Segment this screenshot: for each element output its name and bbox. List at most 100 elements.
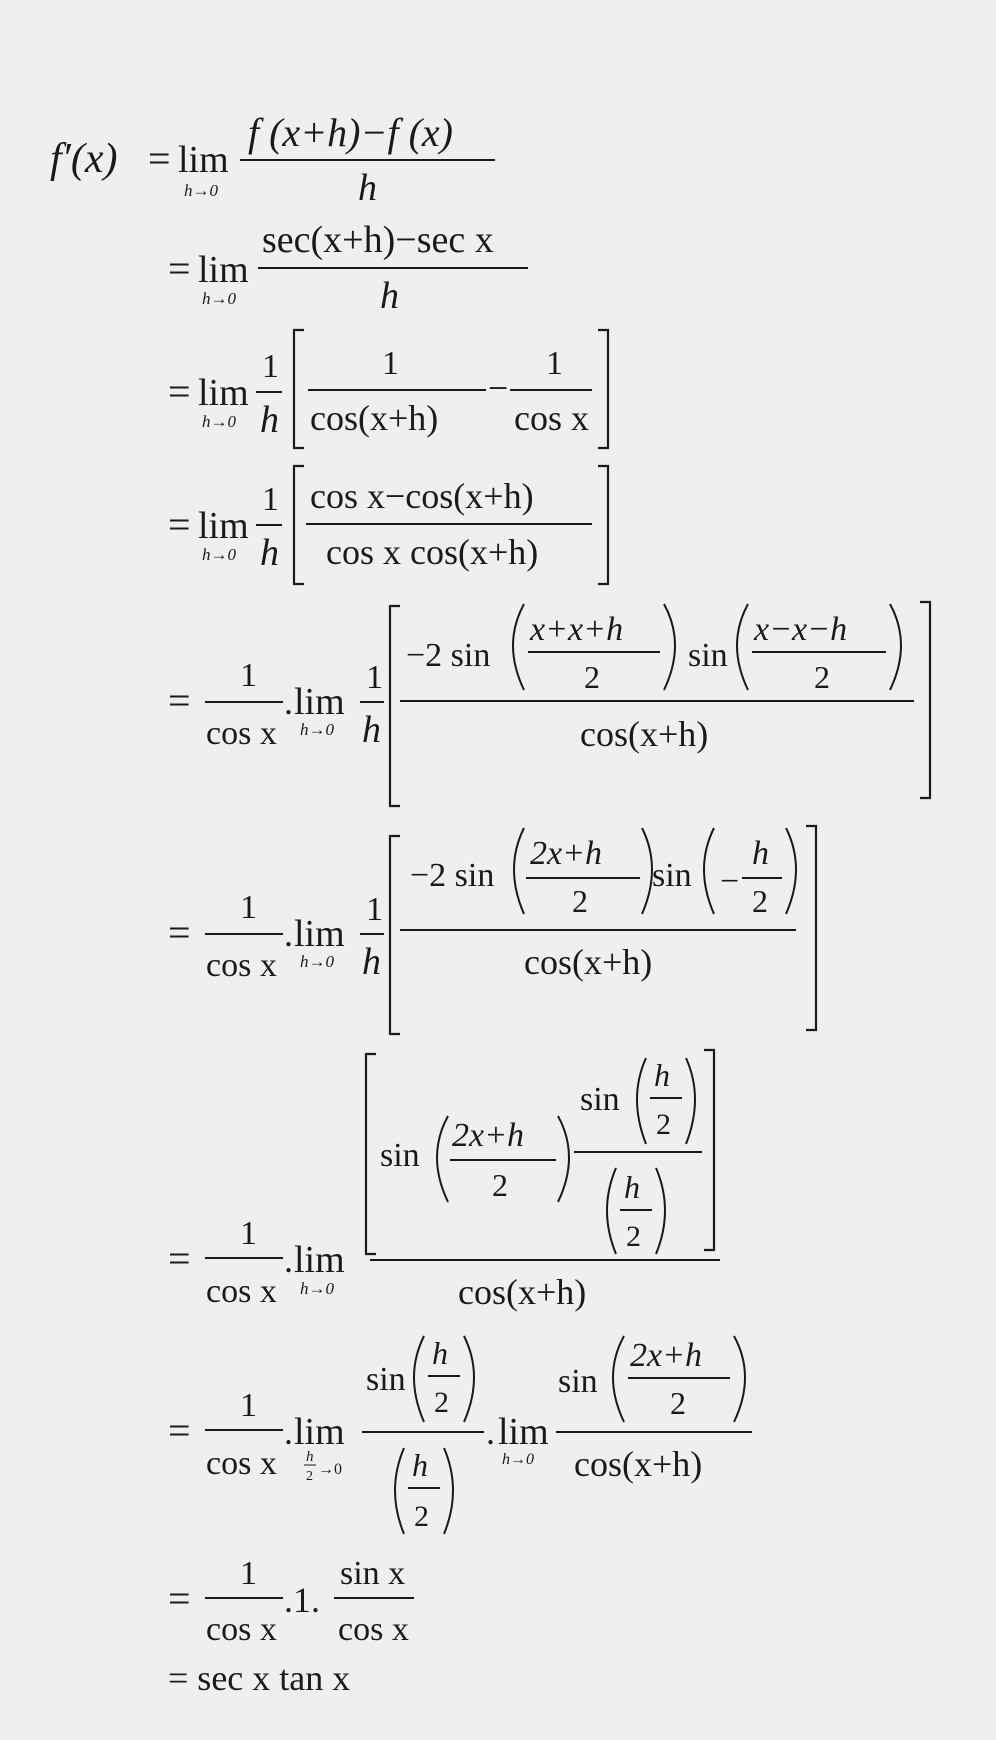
limit-subscript-2: h→0 xyxy=(502,1451,534,1468)
sin-1: sin xyxy=(380,1137,420,1174)
b-numerator: h xyxy=(412,1447,428,1483)
one-over-h-den: h xyxy=(260,532,279,574)
term2-denominator: cos x xyxy=(514,398,589,438)
numerator: sec(x+h)−sec x xyxy=(262,219,494,261)
dot: . xyxy=(486,1412,495,1452)
one-num: 1 xyxy=(240,1555,257,1592)
a-denominator: 2 xyxy=(434,1386,449,1419)
term1-numerator: 1 xyxy=(382,345,399,382)
left-paren xyxy=(606,1167,617,1255)
equals-sign: = xyxy=(168,502,191,547)
one-over-h-den: h xyxy=(362,709,381,751)
right-paren xyxy=(685,1057,696,1145)
right-paren xyxy=(889,603,902,691)
derivative-lhs: f′(x) xyxy=(50,136,117,182)
arg1-denominator: 2 xyxy=(492,1167,508,1203)
arg1-numerator: 2x+h xyxy=(452,1117,524,1154)
limit-subscript: h→0 xyxy=(202,289,237,308)
left-paren xyxy=(612,1335,625,1423)
right-paren xyxy=(443,1447,454,1535)
one-over-h-den: h xyxy=(362,941,381,983)
limit-operator: lim xyxy=(178,139,229,181)
limit-subscript-den: 2 xyxy=(306,1469,313,1484)
right-paren xyxy=(641,827,653,915)
one-num: 1 xyxy=(240,1215,257,1252)
arg1-denominator: 2 xyxy=(572,883,588,919)
limit-operator: lim xyxy=(198,505,249,547)
right-bracket xyxy=(806,824,818,1032)
one-over-h-num: 1 xyxy=(366,659,383,696)
limit-operator: lim xyxy=(198,249,249,291)
numerator: cos x−cos(x+h) xyxy=(310,476,534,516)
equals-sign: = xyxy=(168,1236,191,1281)
a-numerator: h xyxy=(432,1335,448,1371)
step-1: f′(x) = lim h→0 f (x+h)−f (x) h xyxy=(50,110,495,209)
minus-sign: − xyxy=(488,368,508,408)
one-over-h-num: 1 xyxy=(366,891,383,928)
denominator: h xyxy=(380,275,399,317)
limit-operator: lim xyxy=(294,681,345,723)
equals-sign: = xyxy=(148,136,171,181)
arg1-numerator: x+x+h xyxy=(529,611,623,648)
limit-operator: lim xyxy=(294,913,345,955)
left-paren xyxy=(436,1115,449,1203)
right-bracket xyxy=(598,328,610,450)
arg2-numerator: h xyxy=(752,835,769,872)
right-paren xyxy=(463,1335,475,1423)
dot: . xyxy=(284,914,293,954)
left-paren xyxy=(394,1447,405,1535)
b-denominator: 2 xyxy=(414,1500,429,1533)
right-bracket xyxy=(704,1048,716,1252)
equals-sign: = xyxy=(168,369,191,414)
limit-subscript: h→0 xyxy=(300,952,335,971)
right-paren xyxy=(785,827,797,915)
arg1-denominator: 2 xyxy=(584,659,600,695)
equals-sign: = xyxy=(168,1408,191,1453)
left-paren xyxy=(636,1057,647,1145)
step-6: = 1 cos x . lim h→0 1 h −2 sin 2x+h 2 si… xyxy=(168,824,818,1036)
denominator: h xyxy=(358,167,377,209)
limit-operator-2: lim xyxy=(498,1411,549,1453)
cosx-den: cos x xyxy=(206,715,277,752)
numerator: f (x+h)−f (x) xyxy=(248,110,453,155)
denominator-2: cos(x+h) xyxy=(574,1444,702,1484)
one-over-h-num: 1 xyxy=(262,481,279,518)
equals-sign: = xyxy=(168,1576,191,1621)
limit-subscript: h→0 xyxy=(202,545,237,564)
left-bracket xyxy=(388,834,400,1036)
arg2-denominator: 2 xyxy=(656,1108,671,1141)
term1-denominator: cos(x+h) xyxy=(310,398,438,438)
left-paren xyxy=(413,1335,425,1423)
equals-sign: = xyxy=(168,246,191,291)
arg1-numerator: 2x+h xyxy=(530,835,602,872)
right-paren xyxy=(663,603,676,691)
cosx-den: cos x xyxy=(206,1611,277,1648)
arg2-numerator: h xyxy=(654,1057,670,1093)
limit-subscript: h→0 xyxy=(184,181,219,200)
left-paren xyxy=(736,603,749,691)
limit-subscript-num: h xyxy=(306,1449,314,1465)
step-9: = 1 cos x .1. sin x cos x xyxy=(168,1555,414,1648)
left-bracket xyxy=(292,464,304,586)
limit-operator: lim xyxy=(294,1239,345,1281)
limit-operator: lim xyxy=(198,372,249,414)
dot: . xyxy=(284,1412,293,1452)
step-7: = 1 cos x . lim h→0 sin 2x+h 2 sin h 2 h… xyxy=(168,1048,720,1312)
one-over-h-den: h xyxy=(260,399,279,441)
arg2-numerator: x−x−h xyxy=(753,611,847,648)
arg2-denominator: 2 xyxy=(814,659,830,695)
cosx-den: cos x xyxy=(206,1273,277,1310)
right-paren xyxy=(557,1115,570,1203)
coefficient: −2 sin xyxy=(406,637,490,674)
coefficient: −2 sin xyxy=(410,857,494,894)
term2-numerator: 1 xyxy=(546,345,563,382)
c-denominator: 2 xyxy=(670,1385,686,1421)
denominator: cos(x+h) xyxy=(458,1272,586,1312)
cosx-den: cos x xyxy=(206,947,277,984)
left-bracket xyxy=(364,1052,376,1256)
one-over-h-num: 1 xyxy=(262,348,279,385)
step-10: = sec x tan x xyxy=(168,1658,350,1698)
left-bracket xyxy=(388,604,400,808)
sin-1: sin xyxy=(366,1361,406,1398)
